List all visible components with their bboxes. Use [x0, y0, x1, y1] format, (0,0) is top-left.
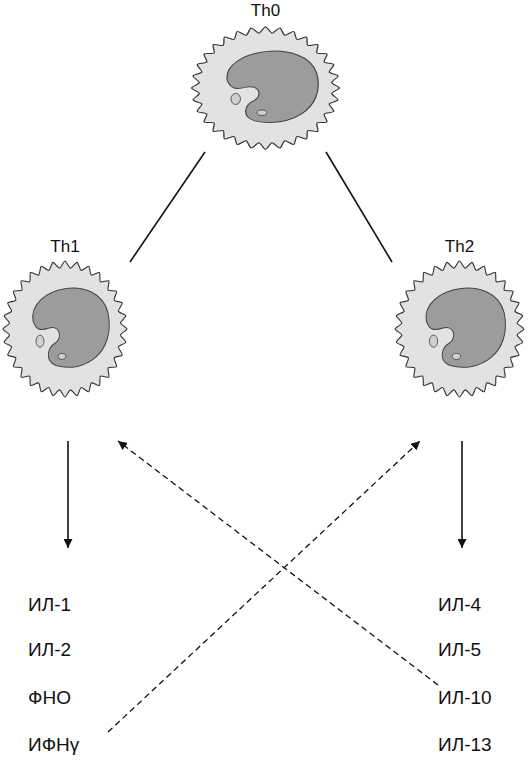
- cytokine-node: ФНО: [28, 685, 118, 711]
- node-label: ИЛ-13: [438, 732, 492, 758]
- node-label: ИЛ-1: [28, 592, 71, 618]
- cell-organelle: [452, 353, 460, 359]
- cell-outline: [0, 258, 130, 400]
- inhibition-arrow: [118, 441, 438, 685]
- t-cell-node: Th1: [0, 236, 130, 441]
- connector: [130, 152, 205, 262]
- cytokine-node: ИЛ-5: [438, 637, 518, 663]
- connector: [461, 441, 463, 548]
- cell-nucleus: [426, 288, 505, 367]
- node-label: Th1: [0, 236, 130, 258]
- inhibition-arrow: [108, 441, 420, 732]
- cell-organelle: [429, 335, 437, 347]
- cytokine-node: ИЛ-13: [438, 732, 518, 758]
- node-label: ИФНγ: [28, 732, 79, 758]
- cytokine-node: ИФНγ: [28, 732, 118, 758]
- node-label: ИЛ-10: [438, 685, 492, 711]
- t-cell-node: Th0: [188, 0, 343, 152]
- t-cell-node: Th2: [392, 236, 527, 441]
- cell-membrane: [192, 27, 340, 150]
- node-label: ИЛ-2: [28, 637, 71, 663]
- node-label: ФНО: [28, 685, 71, 711]
- cell-organelle: [36, 335, 44, 347]
- node-label: ИЛ-5: [438, 637, 481, 663]
- cell-outline: [188, 24, 343, 152]
- node-label: Th2: [392, 236, 527, 258]
- connector: [326, 152, 392, 262]
- cell-organelle: [257, 110, 267, 115]
- cytokine-node: ИЛ-2: [28, 637, 118, 663]
- cell-outline: [392, 258, 527, 400]
- cytokine-node: ИЛ-4: [438, 548, 518, 618]
- cell-membrane: [395, 261, 524, 397]
- connector: [67, 441, 69, 548]
- cell-nucleus: [227, 51, 318, 122]
- cytokine-node: ИЛ-10: [438, 685, 518, 711]
- cell-nucleus: [33, 288, 110, 367]
- cytokine-node: ИЛ-1: [28, 548, 118, 618]
- cell-organelle: [58, 353, 66, 359]
- cell-membrane: [3, 261, 127, 397]
- node-label: ИЛ-4: [438, 592, 481, 618]
- cell-organelle: [231, 93, 241, 104]
- node-label: Th0: [188, 0, 343, 24]
